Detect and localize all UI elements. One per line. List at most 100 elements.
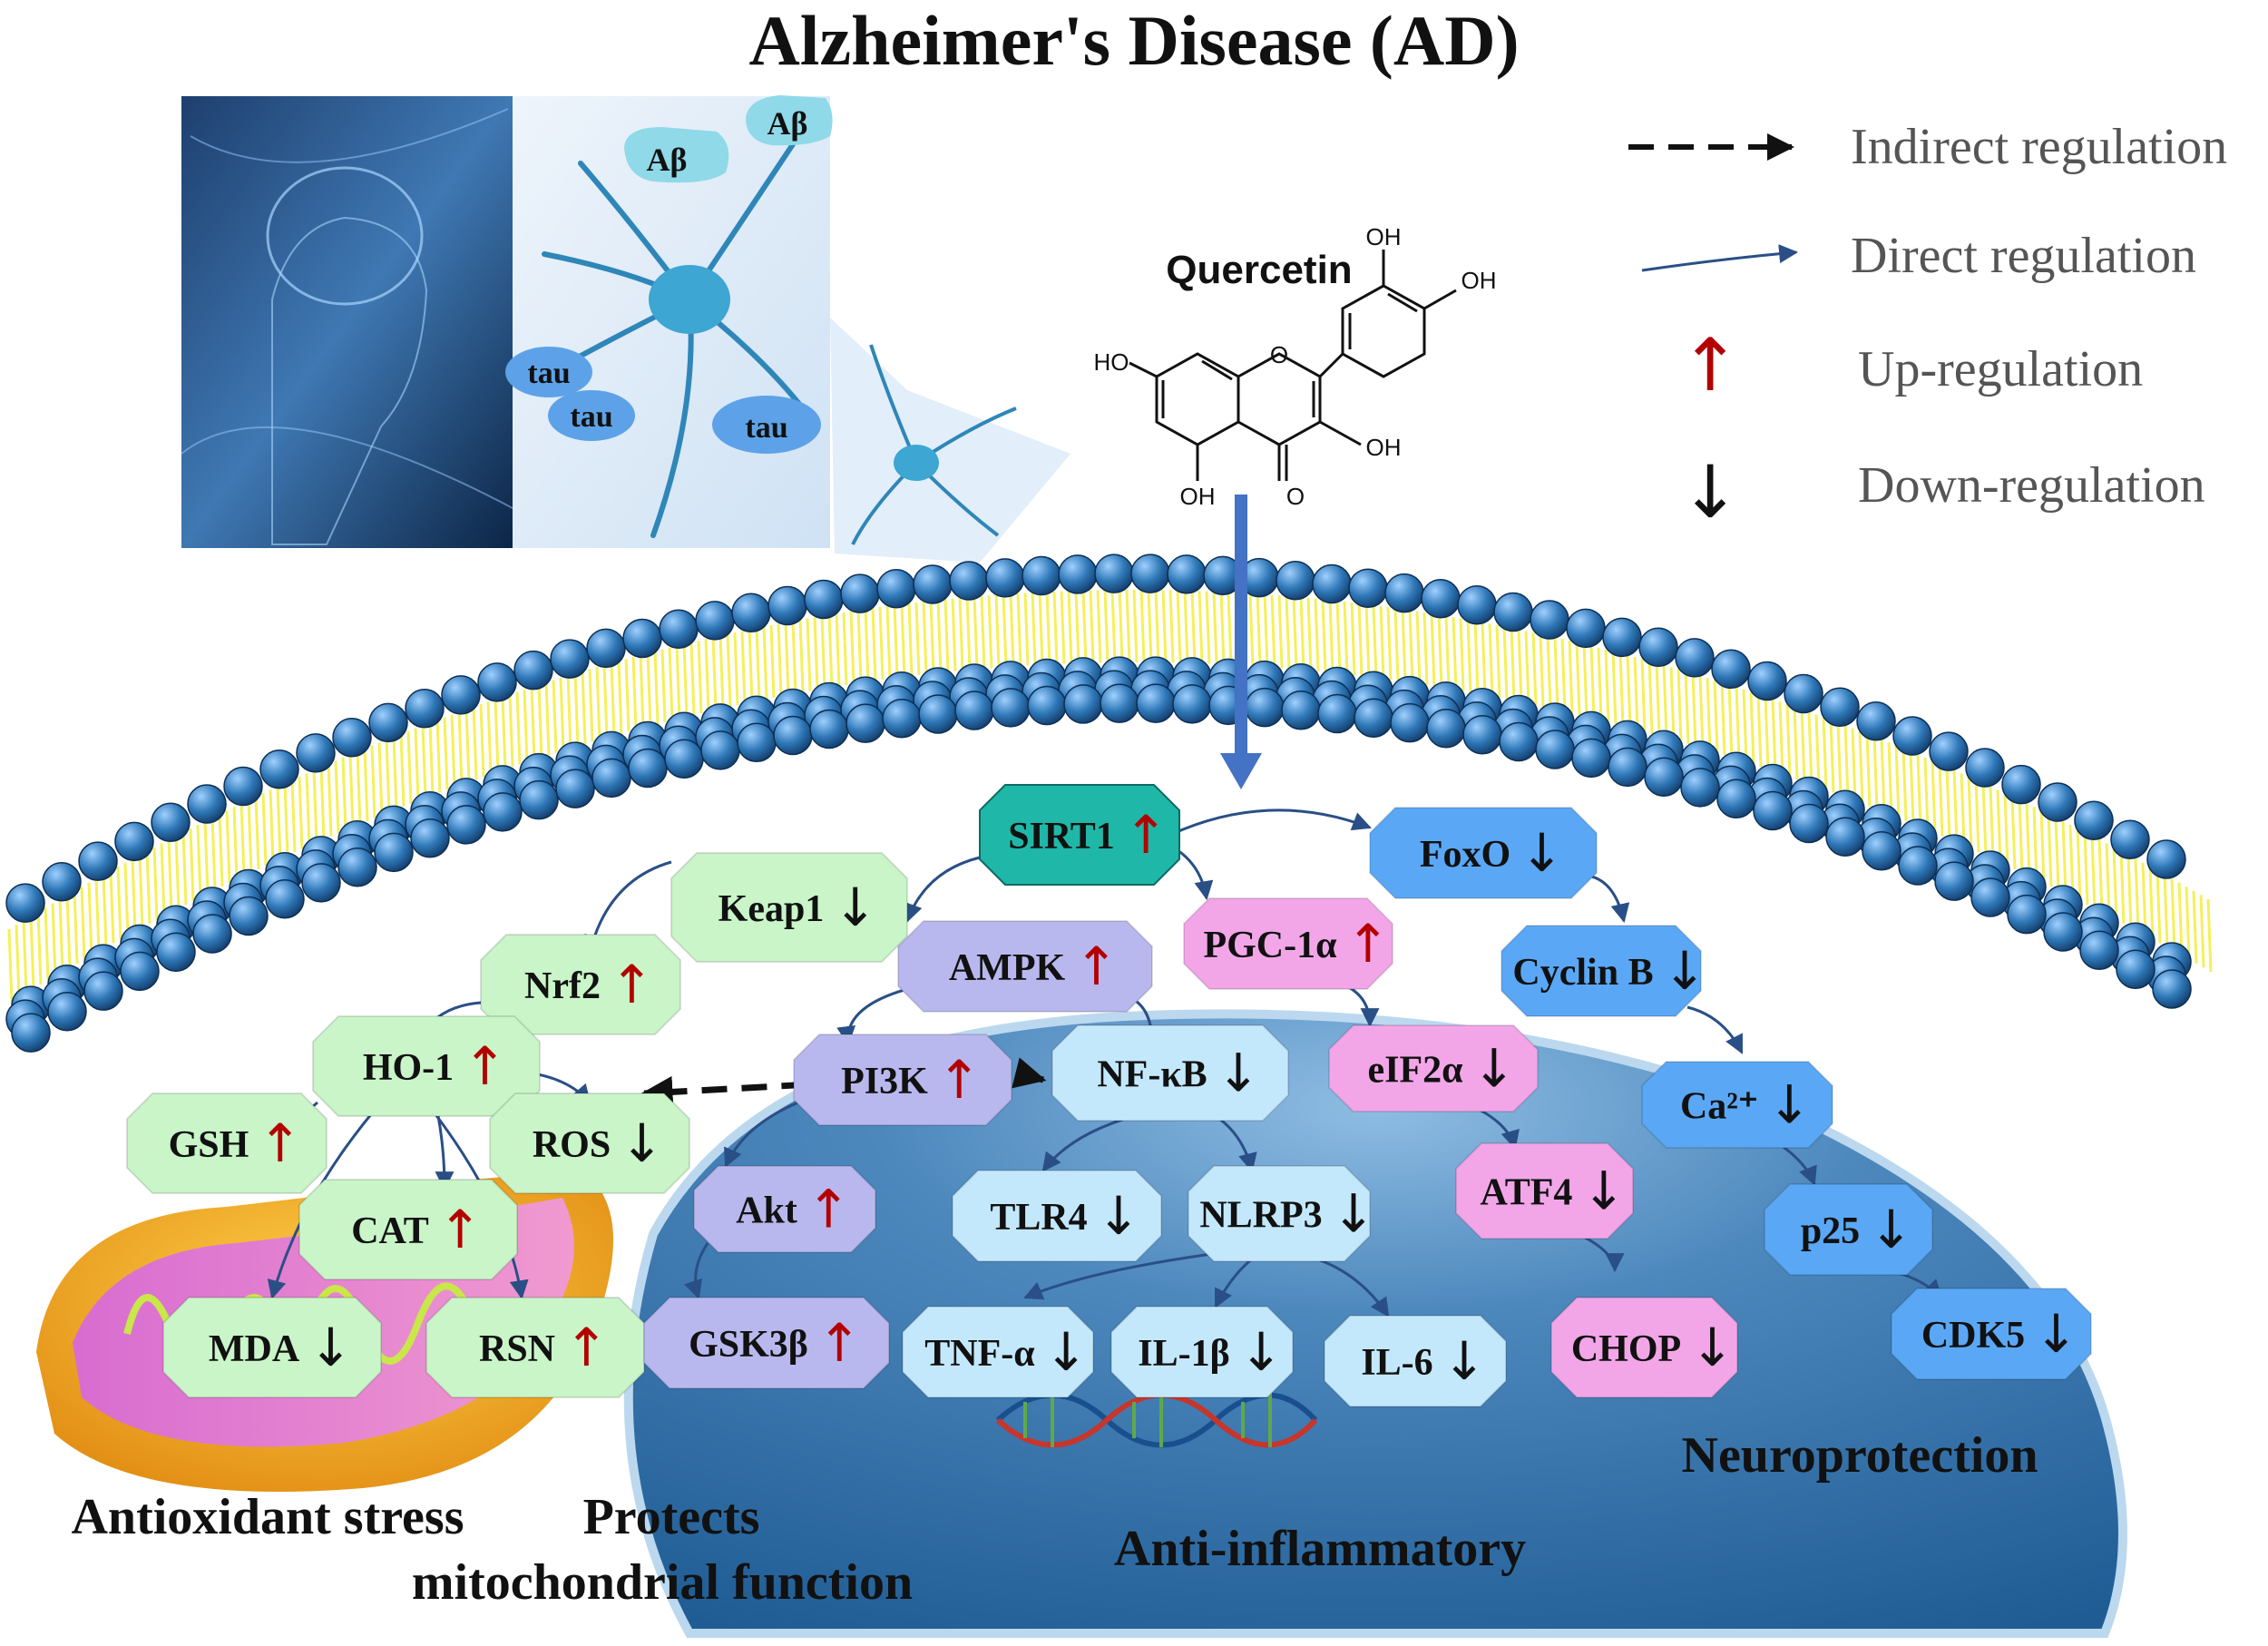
down-arrow-icon: ↓ <box>1332 1183 1376 1245</box>
edge-akt-gsk3b <box>684 1242 709 1299</box>
node-cyclinb: Cyclin B↓ <box>1501 925 1706 1017</box>
tau-blob-2: tau <box>548 390 635 441</box>
lipid-head <box>2116 949 2156 989</box>
legend-up: Up-regulation <box>1858 341 2143 397</box>
node-rsn: RSN↑ <box>425 1297 645 1398</box>
node-shape <box>1550 1297 1738 1398</box>
lipid-head <box>1965 748 2005 788</box>
lipid-head <box>767 585 807 626</box>
node-shape <box>693 1165 876 1253</box>
lipid-head <box>78 841 118 881</box>
node-label: Nrf2 <box>524 965 601 1007</box>
node-label: CAT <box>351 1210 429 1252</box>
lipid-head <box>1167 554 1207 594</box>
node-label: CDK5 <box>1921 1315 2025 1357</box>
node-pgc1a: PGC-1α↑ <box>1183 897 1393 990</box>
abeta-label: Aβ <box>647 142 688 178</box>
lipid-head <box>1898 846 1938 886</box>
lipid-head <box>1608 747 1647 788</box>
lipid-head <box>1566 608 1606 649</box>
node-shape <box>1051 1024 1289 1122</box>
node-p25: p25↓ <box>1764 1183 1933 1276</box>
down-arrow-icon: ↓ <box>1869 1199 1913 1260</box>
node-shape <box>897 920 1153 1013</box>
lipid-head <box>1789 803 1829 844</box>
section-neuroprotection: Neuroprotection <box>1682 1427 2038 1484</box>
lipid-head <box>1820 687 1860 727</box>
lipid-head <box>1530 600 1569 640</box>
lipid-head <box>2007 894 2047 935</box>
lipid-head <box>1747 661 1787 701</box>
down-arrow-icon: ↓ <box>1767 1074 1812 1136</box>
quercetin-structure: Quercetin OH OH HO OH OH O <box>1094 223 1497 510</box>
down-arrow-icon: ↓ <box>1472 1038 1517 1100</box>
down-arrow-icon: ↓ <box>2034 1303 2078 1365</box>
lipid-head <box>42 862 82 902</box>
node-label: TLR4 <box>990 1197 1087 1239</box>
node-shape <box>1501 925 1702 1017</box>
up-arrow-icon: ↑ <box>463 1035 507 1097</box>
down-arrow-icon: ↓ <box>833 877 877 938</box>
node-pi3k: PI3K↑ <box>793 1034 1012 1126</box>
lipid-head <box>731 593 771 633</box>
node-cdk5: CDK5↓ <box>1891 1288 2092 1380</box>
down-arrow-icon: ↓ <box>1442 1330 1487 1392</box>
lipid-head <box>120 951 160 992</box>
down-arrow-icon: ↓ <box>1239 1321 1284 1383</box>
down-arrow-icon: ↓ <box>620 1112 664 1174</box>
node-label: IL-1β <box>1138 1333 1229 1375</box>
lipid-head <box>83 971 123 1011</box>
lipid-head <box>1716 779 1756 819</box>
lipid-head <box>1602 617 1642 658</box>
lipid-head <box>1457 584 1497 625</box>
node-shape <box>298 1179 518 1280</box>
lipid-head <box>1354 698 1393 738</box>
node-label: FoxO <box>1420 834 1510 876</box>
neuron-cell-body <box>649 265 730 334</box>
lipid-head <box>47 992 87 1032</box>
lipid-head <box>1535 730 1575 769</box>
lipid-head <box>737 722 777 763</box>
node-label: NF-κB <box>1097 1054 1207 1096</box>
up-arrow-icon: ↑ <box>937 1049 982 1111</box>
lipid-head <box>804 579 844 620</box>
lipid-head <box>441 675 481 715</box>
lipid-head <box>1426 709 1466 749</box>
oh-label: OH <box>1366 223 1402 250</box>
brain-head-image <box>181 96 513 548</box>
edge-nlrp3-tnfa <box>1023 1250 1226 1300</box>
lipid-head <box>1784 673 1823 714</box>
node-label: CHOP <box>1571 1328 1681 1370</box>
lipid-head <box>622 618 662 659</box>
lipid-head <box>2001 764 2041 805</box>
lipid-head <box>2074 800 2114 840</box>
node-ho1: HO-1↑ <box>312 1015 541 1117</box>
tau-label: tau <box>570 400 612 434</box>
node-shape <box>1891 1288 2092 1380</box>
up-arrow-icon: ↑ <box>817 1312 862 1374</box>
lipid-head <box>1130 554 1170 593</box>
node-mda: MDA↓ <box>162 1297 382 1398</box>
node-ampk: AMPK↑ <box>897 920 1153 1013</box>
down-arrow-icon: ↓ <box>1044 1321 1089 1383</box>
node-shape <box>902 1306 1094 1398</box>
lipid-head <box>229 896 269 936</box>
lipid-head <box>1281 690 1321 730</box>
lipid-head <box>918 694 958 734</box>
node-shape <box>489 1092 690 1194</box>
lipid-head <box>374 832 414 873</box>
lipid-head <box>1929 731 1969 771</box>
legend-indirect: Indirect regulation <box>1851 119 2227 175</box>
abeta-blob-2: Aβ <box>746 95 833 146</box>
node-shape <box>1324 1315 1507 1407</box>
node-il1b: IL-1β↓ <box>1110 1306 1294 1398</box>
node-shape <box>1328 1024 1539 1112</box>
down-arrow-icon: ↓ <box>1097 1185 1141 1247</box>
lipid-head <box>1136 683 1176 723</box>
lipid-head <box>1571 738 1611 779</box>
lipid-head <box>876 568 916 609</box>
node-atf4: ATF4↓ <box>1455 1142 1634 1239</box>
lipid-head <box>337 847 377 887</box>
node-label: AMPK <box>949 947 1066 989</box>
node-shape <box>162 1297 382 1398</box>
